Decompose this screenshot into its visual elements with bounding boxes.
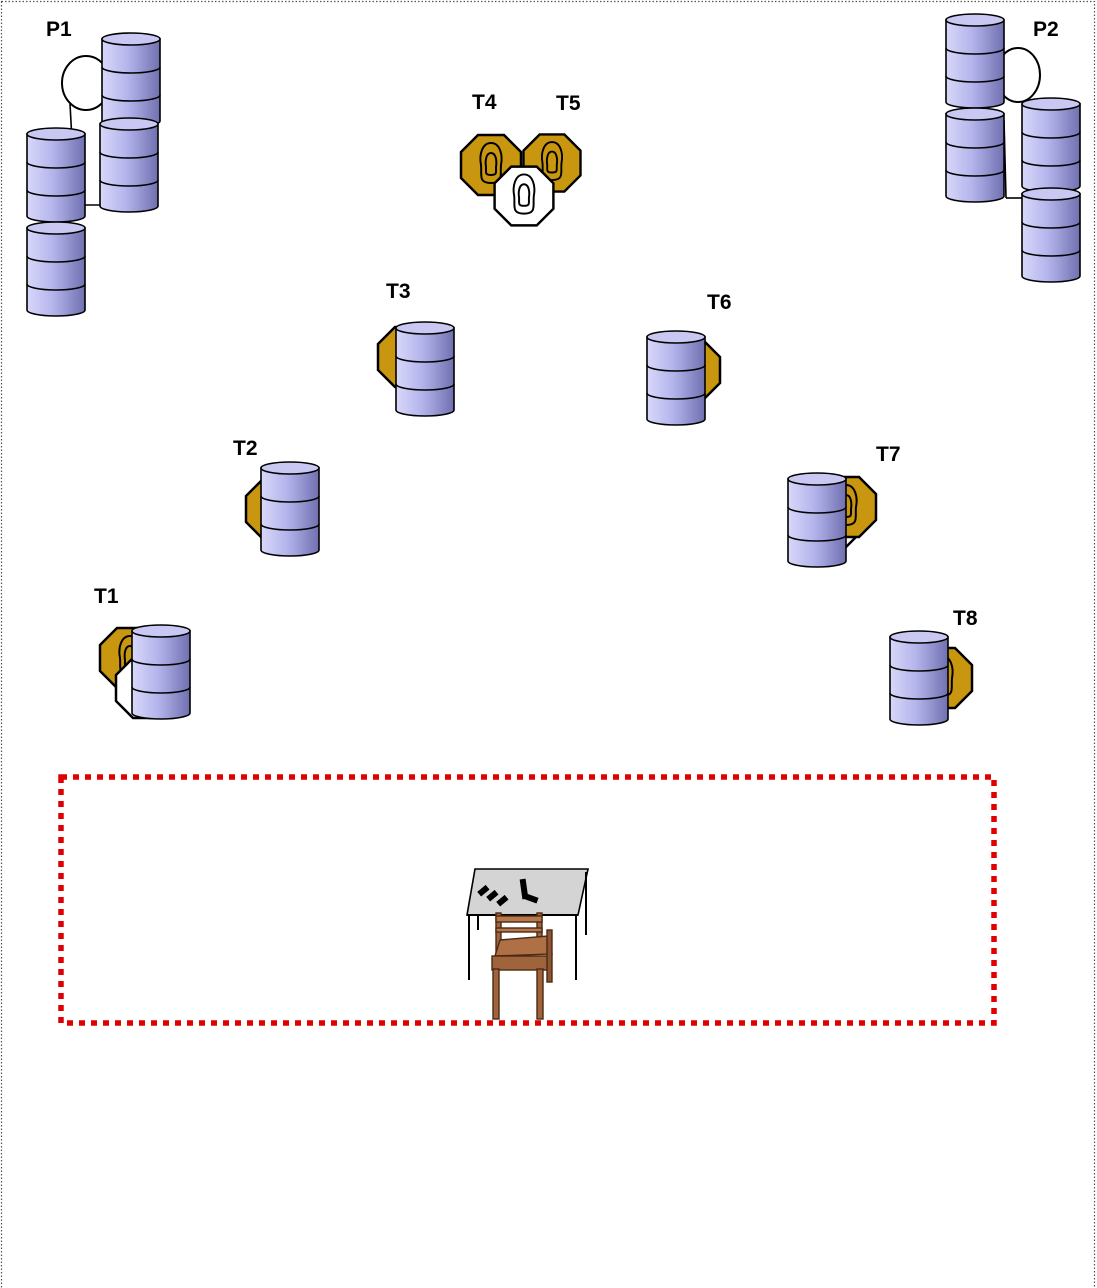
barrel-icon — [1022, 188, 1080, 282]
barrel-icon — [100, 118, 158, 212]
barrel-icon — [946, 108, 1004, 202]
barrel-icon — [261, 462, 319, 556]
position-p1 — [27, 33, 160, 316]
no-shoot-target-icon — [495, 167, 554, 226]
position-p2 — [946, 14, 1080, 282]
label-t3: T3 — [386, 280, 411, 303]
target-t3 — [378, 322, 454, 416]
barrel-icon — [132, 625, 190, 719]
barrel-icon — [27, 222, 85, 316]
barrel-icon — [946, 14, 1004, 108]
barrel-icon — [1022, 98, 1080, 192]
barrel-icon — [788, 473, 846, 567]
target-t2 — [246, 462, 319, 556]
label-t7: T7 — [876, 443, 901, 466]
barrel-icon — [102, 33, 160, 127]
barrel-icon — [27, 128, 85, 222]
label-t5: T5 — [556, 92, 581, 115]
label-t4: T4 — [472, 91, 497, 114]
barrel-icon — [396, 322, 454, 416]
target-t1 — [100, 625, 190, 719]
label-p2: P2 — [1033, 18, 1059, 41]
target-t7 — [788, 473, 876, 567]
label-p1: P1 — [46, 18, 72, 41]
chair-icon — [492, 913, 552, 1019]
label-t8: T8 — [953, 607, 978, 630]
label-t1: T1 — [94, 585, 119, 608]
targets-t4-t5 — [461, 135, 581, 226]
target-t8 — [890, 631, 972, 725]
target-t6 — [647, 331, 720, 425]
barrel-icon — [890, 631, 948, 725]
barrel-icon — [647, 331, 705, 425]
label-t2: T2 — [233, 437, 258, 460]
label-t6: T6 — [707, 291, 732, 314]
